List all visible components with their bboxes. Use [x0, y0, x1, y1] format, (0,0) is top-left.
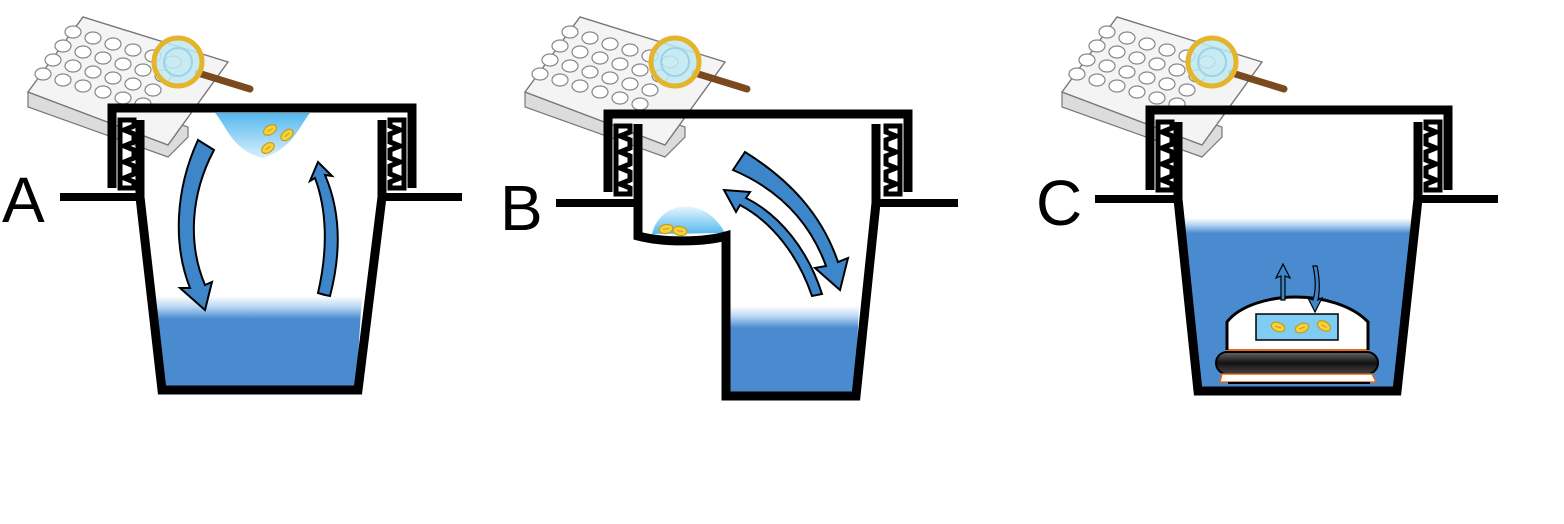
liquid-a: [156, 296, 362, 387]
cap-b: [603, 109, 913, 192]
arrow-down-b: [731, 150, 850, 292]
panel-label-c: C: [1036, 167, 1082, 239]
arrow-up-a: [307, 160, 339, 298]
cup-body-a: [135, 120, 387, 395]
panel-b: B: [500, 17, 958, 401]
thread-right-c: [1426, 122, 1440, 190]
cap-c: [1145, 105, 1453, 190]
panel-label-a: A: [2, 164, 45, 236]
cap-a: [107, 103, 417, 188]
thread-right-b: [886, 126, 900, 194]
cup-body-c: [1173, 122, 1423, 396]
liquid-b: [729, 306, 859, 394]
droplet-a: [215, 113, 310, 158]
arrow-up-c: [1274, 262, 1292, 301]
arrow-down-c: [1306, 265, 1324, 314]
insert-holder-c: [1215, 295, 1379, 384]
panel-a: A: [2, 17, 462, 395]
arrow-down-a: [177, 138, 216, 312]
panel-label-b: B: [500, 172, 543, 244]
thread-right-a: [390, 120, 404, 188]
cup-body-b: [633, 124, 881, 401]
arrow-up-b: [722, 188, 824, 298]
panel-c: C: [1036, 17, 1498, 396]
